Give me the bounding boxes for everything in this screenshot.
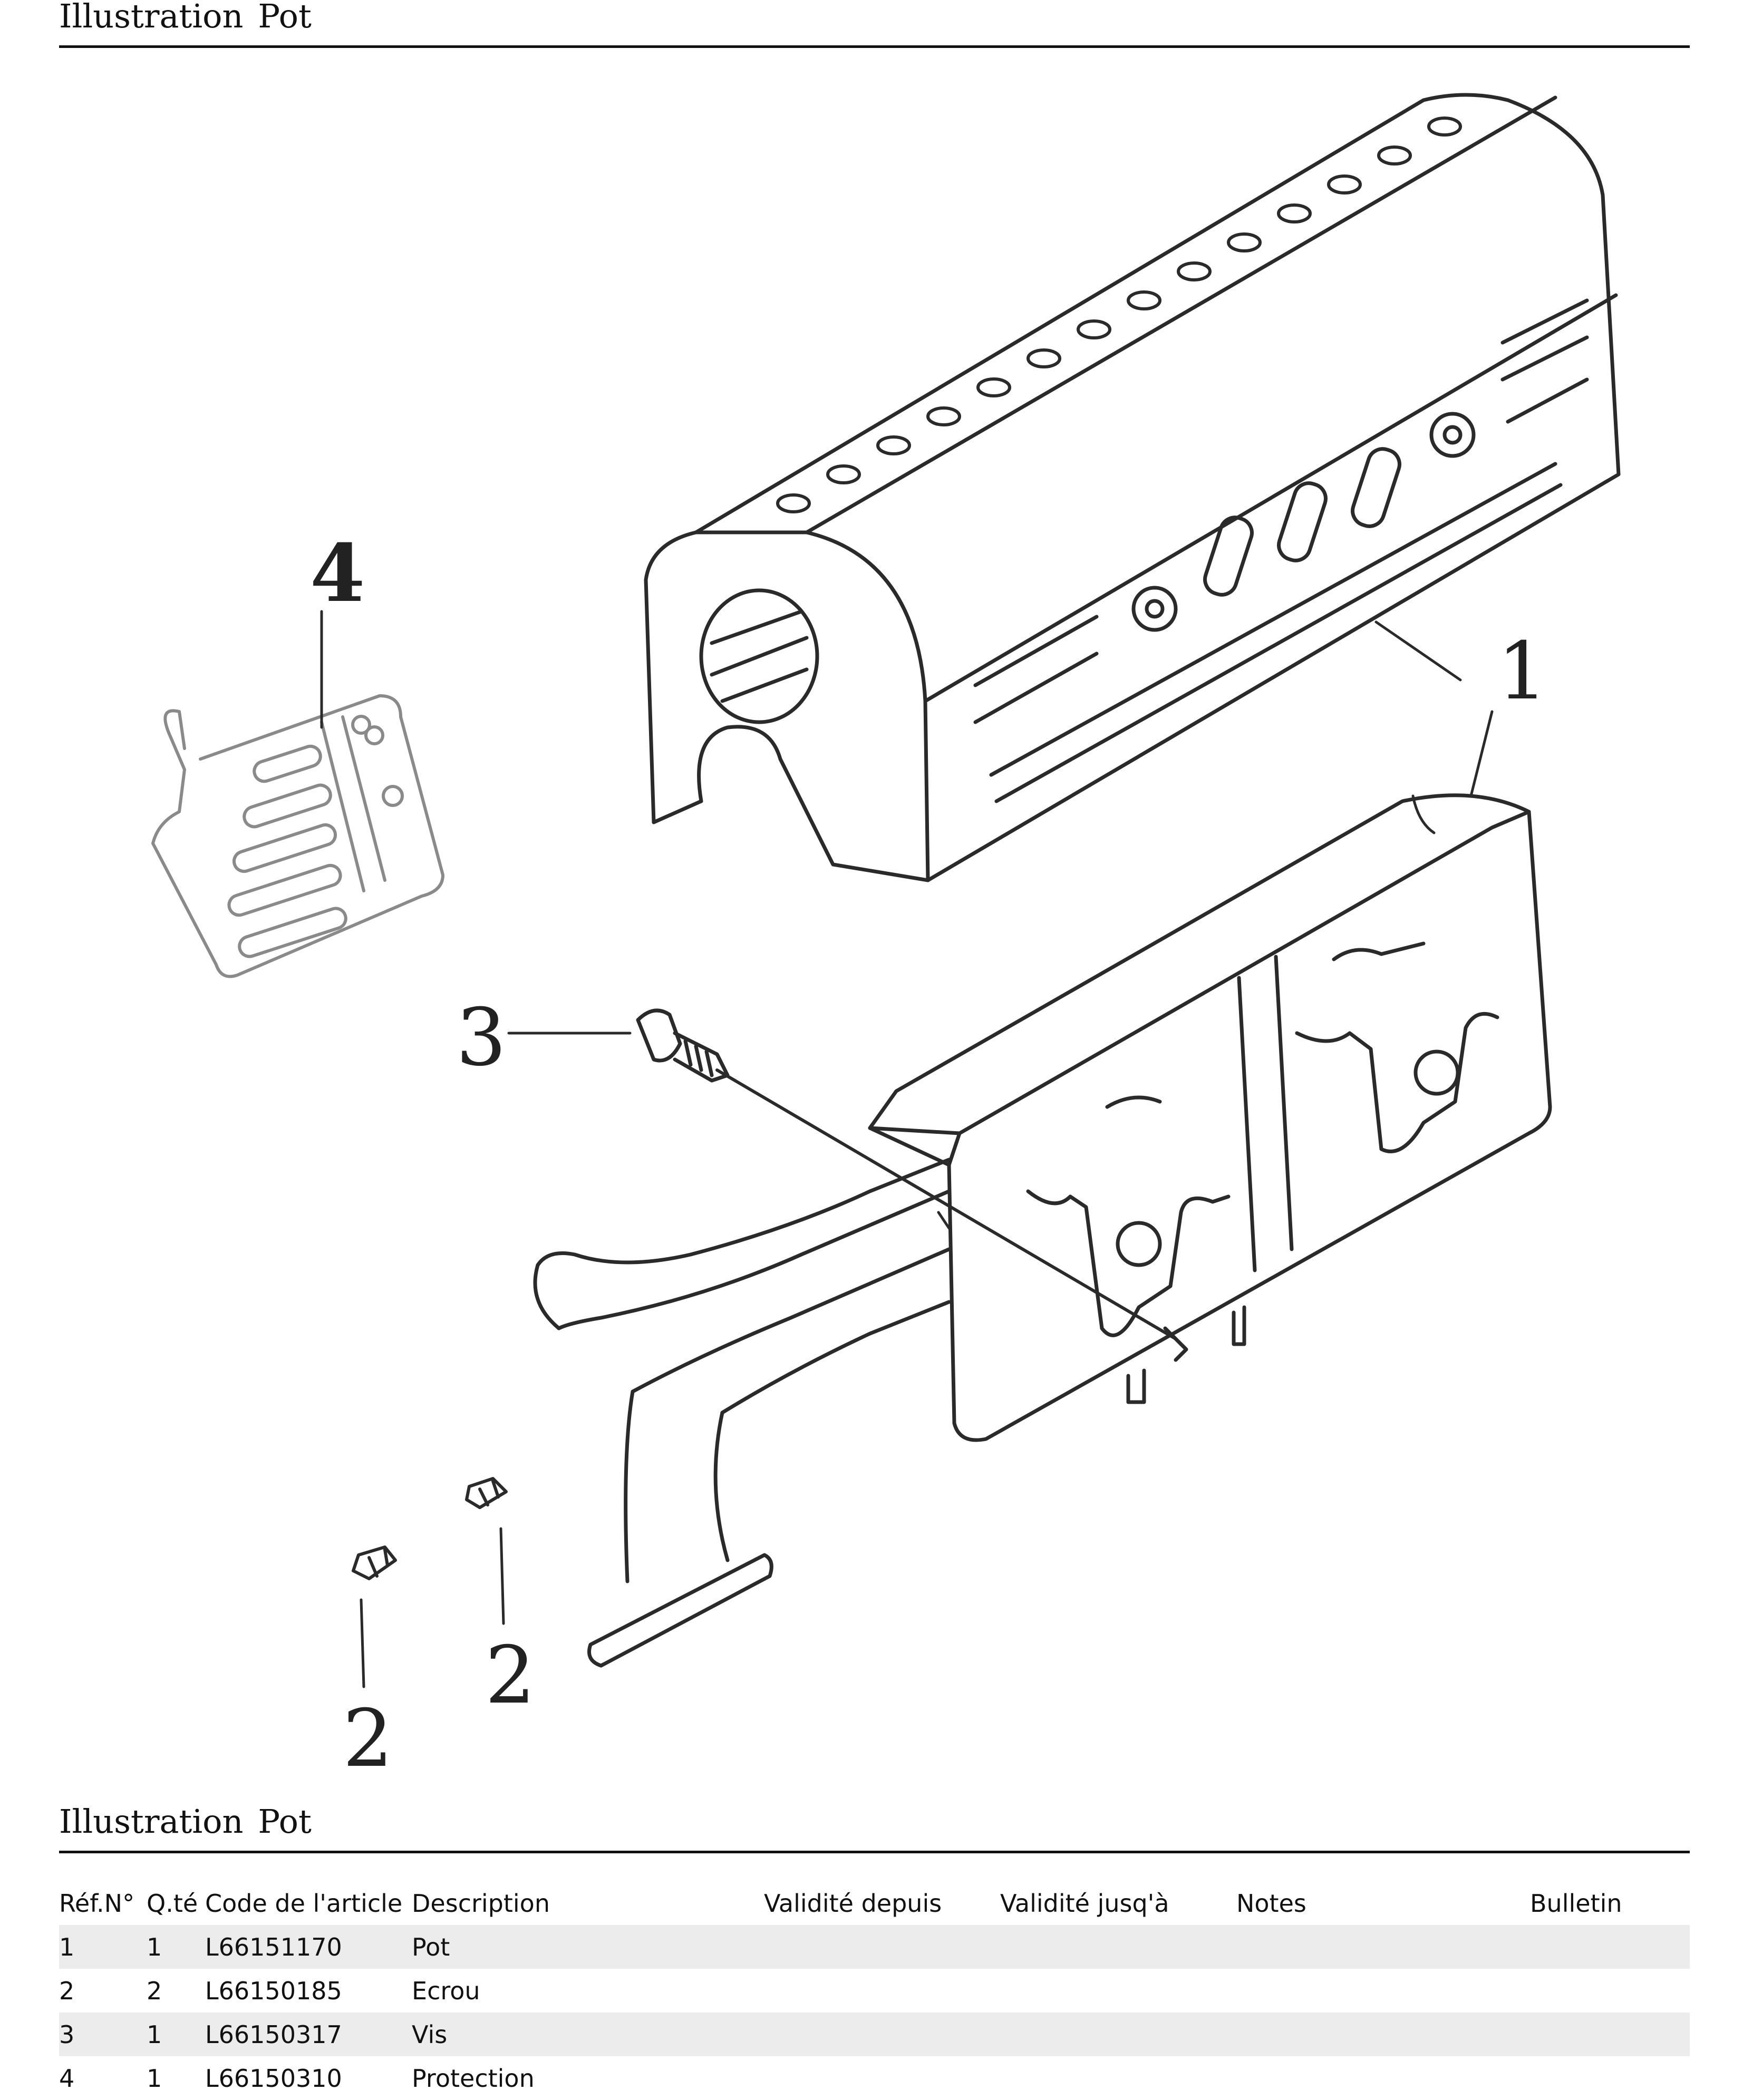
cell-description: Ecrou bbox=[412, 1976, 480, 2005]
cell-notes bbox=[1236, 1925, 1530, 1969]
page-title-word-2: Pot bbox=[258, 0, 312, 35]
parts-table: Réf.N° Q.té Code de l'article Descriptio… bbox=[59, 1882, 1690, 2100]
cell-valid-from bbox=[764, 2012, 1000, 2056]
callout-leader-lines bbox=[320, 610, 1494, 1688]
col-ref: Réf.N° bbox=[59, 1889, 135, 1918]
cell-valid-until bbox=[1000, 1925, 1236, 1969]
cell-code: L66150185 bbox=[205, 1976, 342, 2005]
cell-valid-from bbox=[764, 2056, 1000, 2100]
muffler-body-drawing bbox=[868, 793, 1552, 1442]
table-row: 1 1 L66151170 Pot bbox=[59, 1925, 1690, 1969]
callout-3: 3 bbox=[456, 992, 506, 1084]
bolt-drawing bbox=[636, 1008, 1188, 1362]
title-divider bbox=[59, 45, 1690, 48]
exhaust-pipe-drawing bbox=[533, 1158, 951, 1668]
callout-2-lower: 2 bbox=[343, 1693, 393, 1785]
cell-bulletin bbox=[1530, 2012, 1690, 2056]
cell-description: Pot bbox=[412, 1925, 764, 1969]
exploded-parts-diagram: 1 2 2 3 4 bbox=[151, 93, 1621, 1785]
cell-code: L66151170 bbox=[205, 1925, 412, 1969]
callout-labels: 1 2 2 3 4 bbox=[310, 527, 1547, 1785]
cell-description: Protection bbox=[412, 2064, 535, 2093]
page-title-word-1: Illustration bbox=[59, 0, 244, 35]
cell-valid-until bbox=[1000, 2012, 1236, 2056]
cell-notes bbox=[1236, 2012, 1530, 2056]
col-description: Description bbox=[412, 1889, 550, 1918]
callout-2-upper: 2 bbox=[485, 1630, 535, 1722]
nut-drawings bbox=[352, 1477, 508, 1580]
section-title: Illustration Pot bbox=[59, 1805, 312, 1838]
cell-notes bbox=[1236, 1969, 1530, 2012]
callout-1: 1 bbox=[1497, 626, 1547, 717]
cell-bulletin bbox=[1530, 2056, 1690, 2100]
col-bulletin: Bulletin bbox=[1530, 1889, 1622, 1918]
cell-ref: 3 bbox=[59, 2012, 147, 2056]
col-qty: Q.té bbox=[147, 1889, 198, 1918]
cell-valid-from bbox=[764, 1969, 1000, 2012]
cell-qty: 1 bbox=[147, 2012, 205, 2056]
table-row: 4 1 L66150310 Protection bbox=[59, 2056, 1690, 2100]
col-notes: Notes bbox=[1236, 1889, 1306, 1918]
section-title-word-2: Pot bbox=[258, 1802, 312, 1841]
cell-description: Vis bbox=[412, 2012, 764, 2056]
protection-plate-drawing bbox=[151, 694, 444, 978]
callout-4: 4 bbox=[310, 527, 365, 620]
table-row: 2 2 L66150185 Ecrou bbox=[59, 1969, 1690, 2012]
cell-bulletin bbox=[1530, 1969, 1690, 2012]
cell-notes bbox=[1236, 2056, 1530, 2100]
col-code: Code de l'article bbox=[205, 1889, 403, 1918]
col-valid-until: Validité jusq'à bbox=[1000, 1889, 1169, 1918]
cell-code: L66150317 bbox=[205, 2012, 412, 2056]
cell-ref: 1 bbox=[59, 1925, 147, 1969]
cell-valid-until bbox=[1000, 1969, 1236, 2012]
table-row: 3 1 L66150317 Vis bbox=[59, 2012, 1690, 2056]
cell-code: L66150310 bbox=[205, 2064, 342, 2093]
cell-valid-from bbox=[764, 1925, 1000, 1969]
cell-ref: 4 bbox=[59, 2064, 75, 2093]
col-valid-from: Validité depuis bbox=[764, 1889, 942, 1918]
heat-shield-cover-drawing bbox=[644, 93, 1621, 882]
cell-valid-until bbox=[1000, 2056, 1236, 2100]
cell-qty: 1 bbox=[147, 1925, 205, 1969]
cell-qty: 2 bbox=[147, 1976, 162, 2005]
section-divider bbox=[59, 1851, 1690, 1853]
cell-bulletin bbox=[1530, 1925, 1690, 1969]
table-header-row: Réf.N° Q.té Code de l'article Descriptio… bbox=[59, 1882, 1690, 1925]
page-title: Illustration Pot bbox=[59, 0, 312, 33]
cell-ref: 2 bbox=[59, 1976, 75, 2005]
section-title-word-1: Illustration bbox=[59, 1802, 244, 1841]
cell-qty: 1 bbox=[147, 2064, 162, 2093]
